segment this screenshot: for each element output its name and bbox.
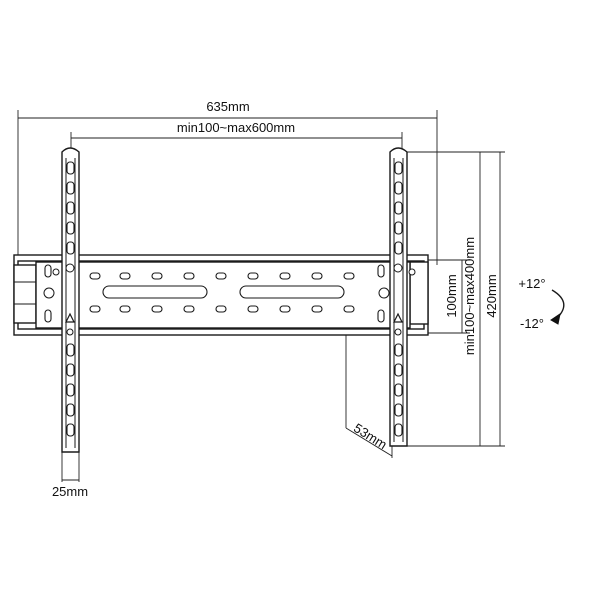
- depth-label: 53mm: [351, 420, 390, 452]
- tilt-down-label: -12°: [520, 316, 544, 331]
- tilt-arrow-icon: [550, 289, 565, 325]
- left-arm: [52, 147, 80, 453]
- vesa-height-label: min100~max400mm: [462, 237, 477, 355]
- wall-plate: [13, 254, 429, 336]
- wall-plate-height-label: 100mm: [444, 274, 459, 317]
- arm-height-label: 420mm: [484, 274, 499, 317]
- arm-width-label: 25mm: [52, 484, 88, 499]
- vesa-width-label: min100~max600mm: [177, 120, 295, 135]
- overall-width-label: 635mm: [206, 99, 249, 114]
- tilt-up-label: +12°: [518, 276, 545, 291]
- right-arm: [389, 147, 416, 447]
